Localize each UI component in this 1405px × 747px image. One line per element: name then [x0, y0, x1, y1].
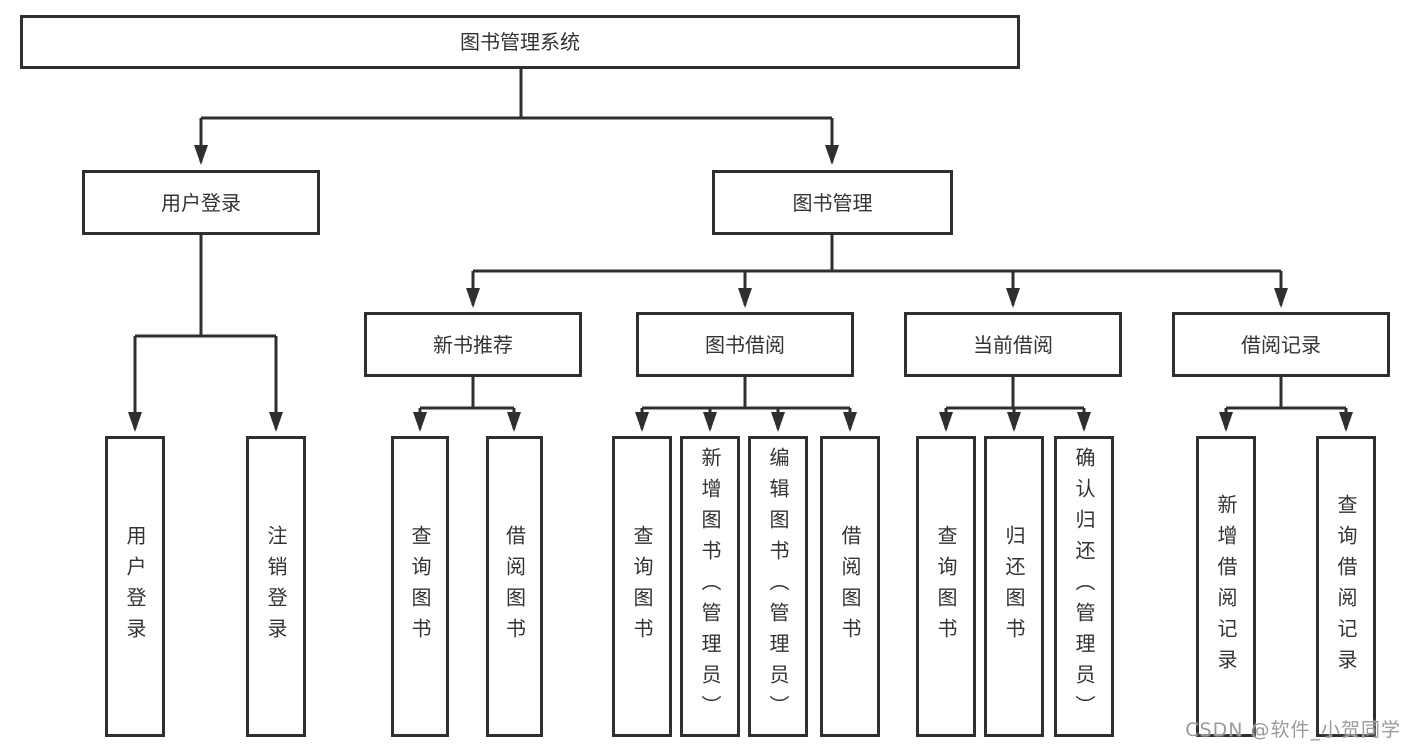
leaf-confirm-return-admin: 确认归还（管理员） — [1054, 436, 1114, 737]
node-label: 确认归还（管理员） — [1072, 447, 1096, 726]
node-label: 当前借阅 — [973, 332, 1053, 357]
node-root-library-system: 图书管理系统 — [20, 15, 1020, 69]
leaf-query-books-current: 查询图书 — [916, 436, 976, 737]
node-label: 注销登录 — [264, 524, 288, 649]
node-borrowing-records: 借阅记录 — [1172, 312, 1390, 377]
leaf-query-borrow-record: 查询借阅记录 — [1316, 436, 1376, 737]
node-label: 用户登录 — [161, 190, 241, 215]
node-label: 查询图书 — [934, 524, 958, 649]
leaf-edit-books-admin: 编辑图书（管理员） — [748, 436, 808, 737]
node-label: 图书管理系统 — [460, 30, 580, 54]
leaf-query-books-borrowing: 查询图书 — [612, 436, 672, 737]
node-label: 查询借阅记录 — [1334, 493, 1358, 680]
node-label: 借阅图书 — [502, 524, 527, 649]
leaf-add-borrow-record: 新增借阅记录 — [1196, 436, 1256, 737]
node-label: 图书借阅 — [705, 332, 785, 357]
node-book-management: 图书管理 — [712, 170, 953, 235]
leaf-query-books-recommend: 查询图书 — [391, 436, 449, 737]
node-new-book-recommendation: 新书推荐 — [364, 312, 582, 377]
csdn-watermark: CSDN @软件_小贺同学 — [1185, 719, 1401, 741]
node-label: 新增图书（管理员） — [698, 447, 722, 726]
node-label: 归还图书 — [1002, 524, 1026, 649]
node-label: 借阅图书 — [838, 524, 862, 649]
node-label: 新书推荐 — [433, 332, 513, 357]
leaf-return-books: 归还图书 — [984, 436, 1044, 737]
node-book-borrowing: 图书借阅 — [636, 312, 854, 377]
node-label: 用户登录 — [123, 524, 147, 649]
leaf-borrow-books-borrowing: 借阅图书 — [820, 436, 880, 737]
leaf-add-books-admin: 新增图书（管理员） — [680, 436, 740, 737]
node-label: 查询图书 — [630, 524, 654, 649]
node-user-login: 用户登录 — [82, 170, 320, 235]
leaf-user-login: 用户登录 — [105, 436, 165, 737]
leaf-logout: 注销登录 — [246, 436, 306, 737]
node-label: 借阅记录 — [1241, 332, 1321, 357]
leaf-borrow-books-recommend: 借阅图书 — [486, 436, 543, 737]
node-current-borrowing: 当前借阅 — [904, 312, 1122, 377]
node-label: 图书管理 — [792, 190, 873, 215]
node-label: 编辑图书（管理员） — [766, 447, 790, 726]
node-label: 新增借阅记录 — [1214, 493, 1238, 680]
node-label: 查询图书 — [408, 524, 432, 649]
